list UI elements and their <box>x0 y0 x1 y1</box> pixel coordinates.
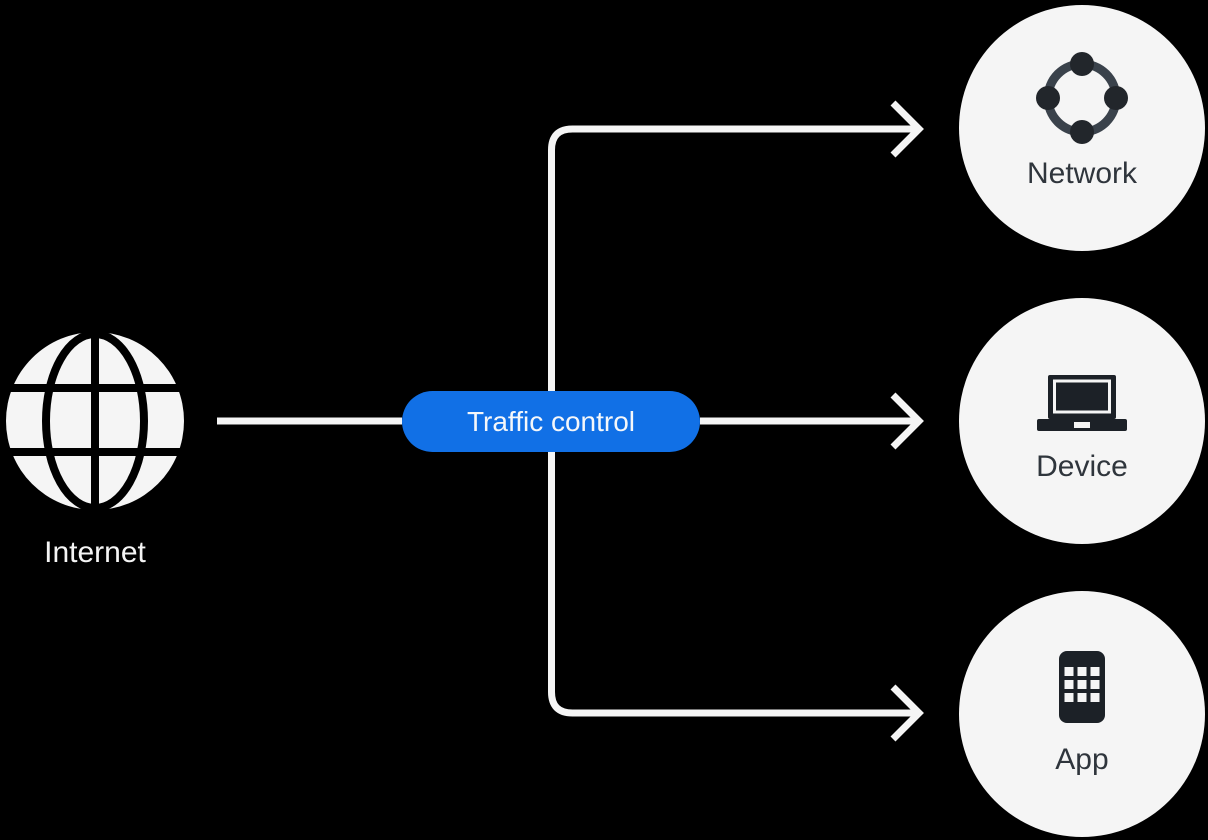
globe-icon <box>6 330 184 512</box>
laptop-icon <box>1037 375 1127 431</box>
target-node-network: Network <box>959 5 1205 251</box>
network-label: Network <box>1026 157 1138 190</box>
network-ring-icon <box>1036 52 1128 144</box>
arrowhead-icon <box>890 100 924 158</box>
arrowhead-icon <box>890 392 924 450</box>
edge-traffic-control-to-network <box>548 125 915 421</box>
traffic-control-badge: Traffic control <box>402 391 700 452</box>
device-label: Device <box>1036 450 1128 483</box>
arrowhead-icon <box>890 684 924 742</box>
target-node-device: Device <box>959 298 1205 544</box>
internet-node: Internet <box>6 330 184 572</box>
app-label: App <box>1055 743 1109 776</box>
internet-label: Internet <box>44 536 146 569</box>
target-node-app: App <box>959 591 1205 837</box>
edge-traffic-control-to-app <box>548 421 915 717</box>
phone-app-grid-icon <box>1059 651 1105 723</box>
